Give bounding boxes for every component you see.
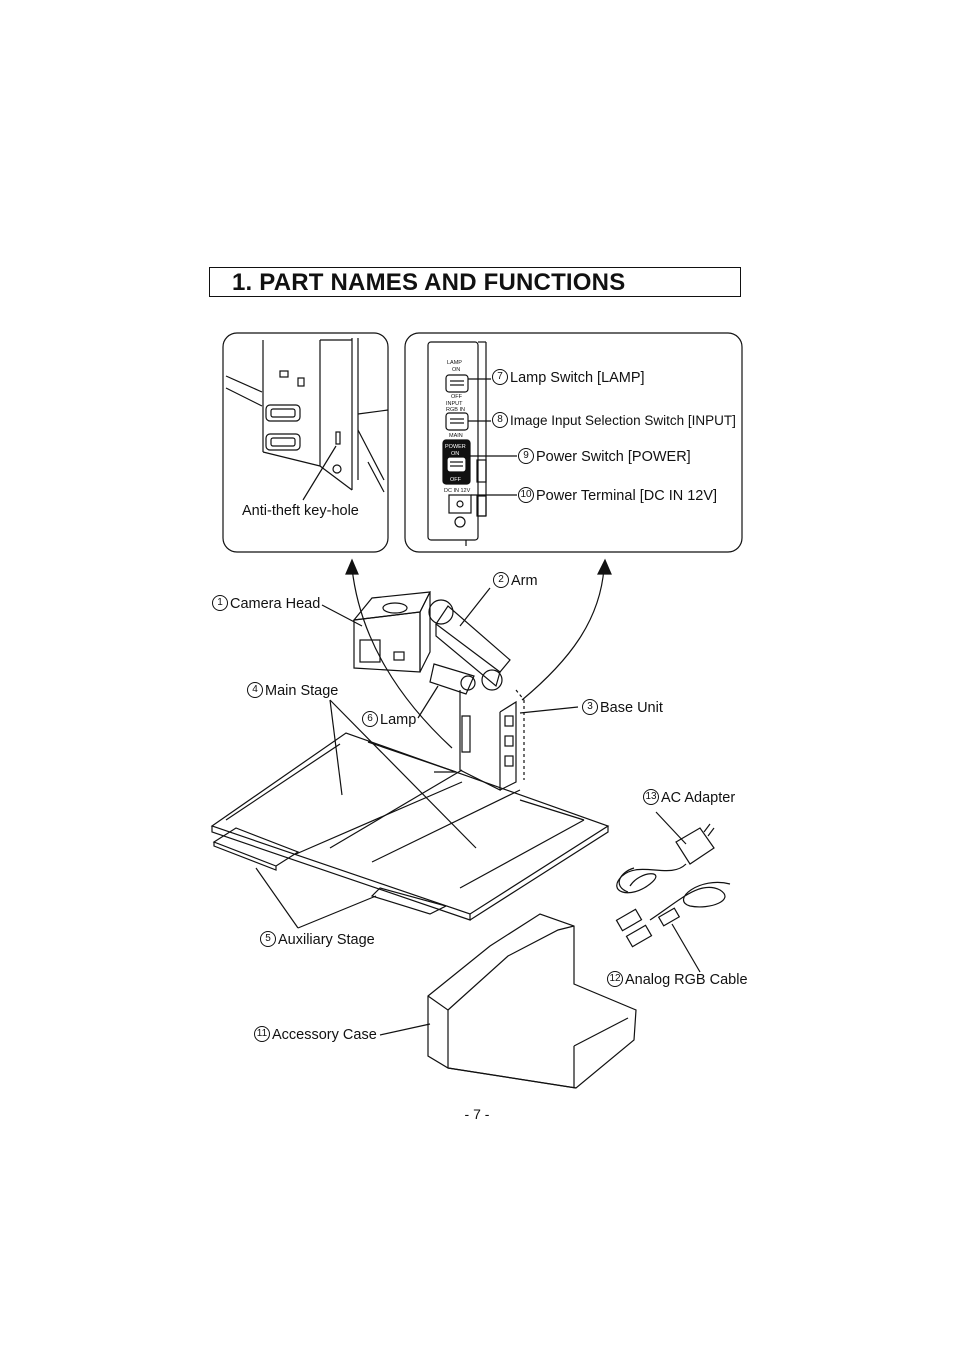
callout-text: Power Terminal [DC IN 12V] bbox=[536, 488, 718, 504]
callout-number: 10 bbox=[518, 487, 534, 504]
callout-text: Analog RGB Cable bbox=[625, 972, 748, 988]
callout-number: 7 bbox=[492, 369, 508, 386]
callout-number: 1 bbox=[212, 595, 228, 612]
base-unit-drawing bbox=[459, 689, 579, 791]
callout-anti-theft-text: Anti-theft key-hole bbox=[242, 503, 359, 519]
callout-number: 2 bbox=[493, 572, 509, 589]
callout-number: 5 bbox=[260, 931, 276, 948]
panel-label-main: MAIN bbox=[449, 433, 463, 439]
callout-text: Arm bbox=[511, 573, 538, 589]
callout-text: Lamp bbox=[380, 712, 417, 728]
arrow-to-side-inset bbox=[521, 567, 605, 701]
panel-label-input: INPUT bbox=[446, 401, 463, 407]
rgb-cable-drawing bbox=[615, 881, 731, 973]
camera-head-drawing bbox=[352, 591, 454, 673]
panel-label-power-on: ON bbox=[451, 451, 459, 457]
panel-label-lamp-on: ON bbox=[452, 367, 460, 373]
callout-anti-theft-keyhole: Anti-theft key-hole bbox=[242, 502, 359, 520]
callout-number: 4 bbox=[247, 682, 263, 699]
callout-text: AC Adapter bbox=[661, 790, 736, 806]
accessory-case-drawing bbox=[379, 913, 637, 1089]
arm-drawing bbox=[429, 605, 511, 695]
arrow-head-left bbox=[345, 558, 359, 575]
panel-label-rgb-in: RGB IN bbox=[446, 407, 465, 413]
callout-text: Power Switch [POWER] bbox=[536, 449, 691, 465]
arrow-head-right bbox=[597, 558, 612, 575]
auxiliary-stage-drawing bbox=[212, 827, 448, 915]
callout-text: Lamp Switch [LAMP] bbox=[510, 370, 645, 386]
callout-number: 3 bbox=[582, 699, 598, 716]
callout-number: 6 bbox=[362, 711, 378, 728]
callout-number: 12 bbox=[607, 971, 623, 988]
panel-label-power-off: OFF bbox=[450, 477, 462, 483]
callout-number: 9 bbox=[518, 448, 534, 465]
page-number: - 7 - bbox=[464, 1106, 490, 1122]
callout-text: Auxiliary Stage bbox=[278, 932, 375, 948]
callout-text: Accessory Case bbox=[272, 1027, 377, 1043]
callout-number: 13 bbox=[643, 789, 659, 806]
callout-number: 8 bbox=[492, 412, 508, 429]
rear-view-inset bbox=[222, 332, 389, 553]
callout-text: Camera Head bbox=[230, 596, 321, 612]
panel-label-lamp-off: OFF bbox=[451, 394, 463, 400]
section-title: 1. PART NAMES AND FUNCTIONS bbox=[232, 269, 626, 296]
side-panel-inset: LAMP ON OFF INPUT RGB IN MAIN POWER ON O… bbox=[404, 332, 743, 553]
callout-text: Image Input Selection Switch [INPUT] bbox=[510, 413, 736, 428]
main-stage-drawing bbox=[210, 732, 610, 921]
arrow-to-rear-inset bbox=[351, 567, 453, 749]
callout-number: 11 bbox=[254, 1026, 270, 1043]
panel-label-dc-in: DC IN 12V bbox=[444, 488, 471, 494]
callout-text: Base Unit bbox=[600, 700, 663, 716]
ac-adapter-drawing bbox=[616, 811, 715, 894]
panel-label-lamp: LAMP bbox=[447, 360, 462, 366]
section-title-box: 1. PART NAMES AND FUNCTIONS bbox=[209, 267, 741, 297]
panel-label-power: POWER bbox=[445, 444, 466, 450]
callout-text: Main Stage bbox=[265, 683, 339, 699]
